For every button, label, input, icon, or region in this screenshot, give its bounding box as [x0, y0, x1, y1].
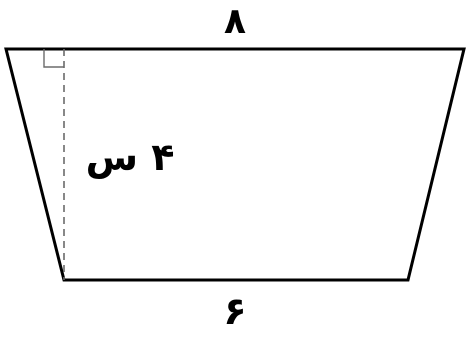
bottom-base-label: ۶	[223, 289, 247, 333]
top-base-label: ٨	[224, 1, 246, 42]
right-angle-marker	[43, 49, 64, 68]
trapezoid-outline	[4, 47, 466, 282]
height-label: ۴ س	[85, 135, 175, 179]
